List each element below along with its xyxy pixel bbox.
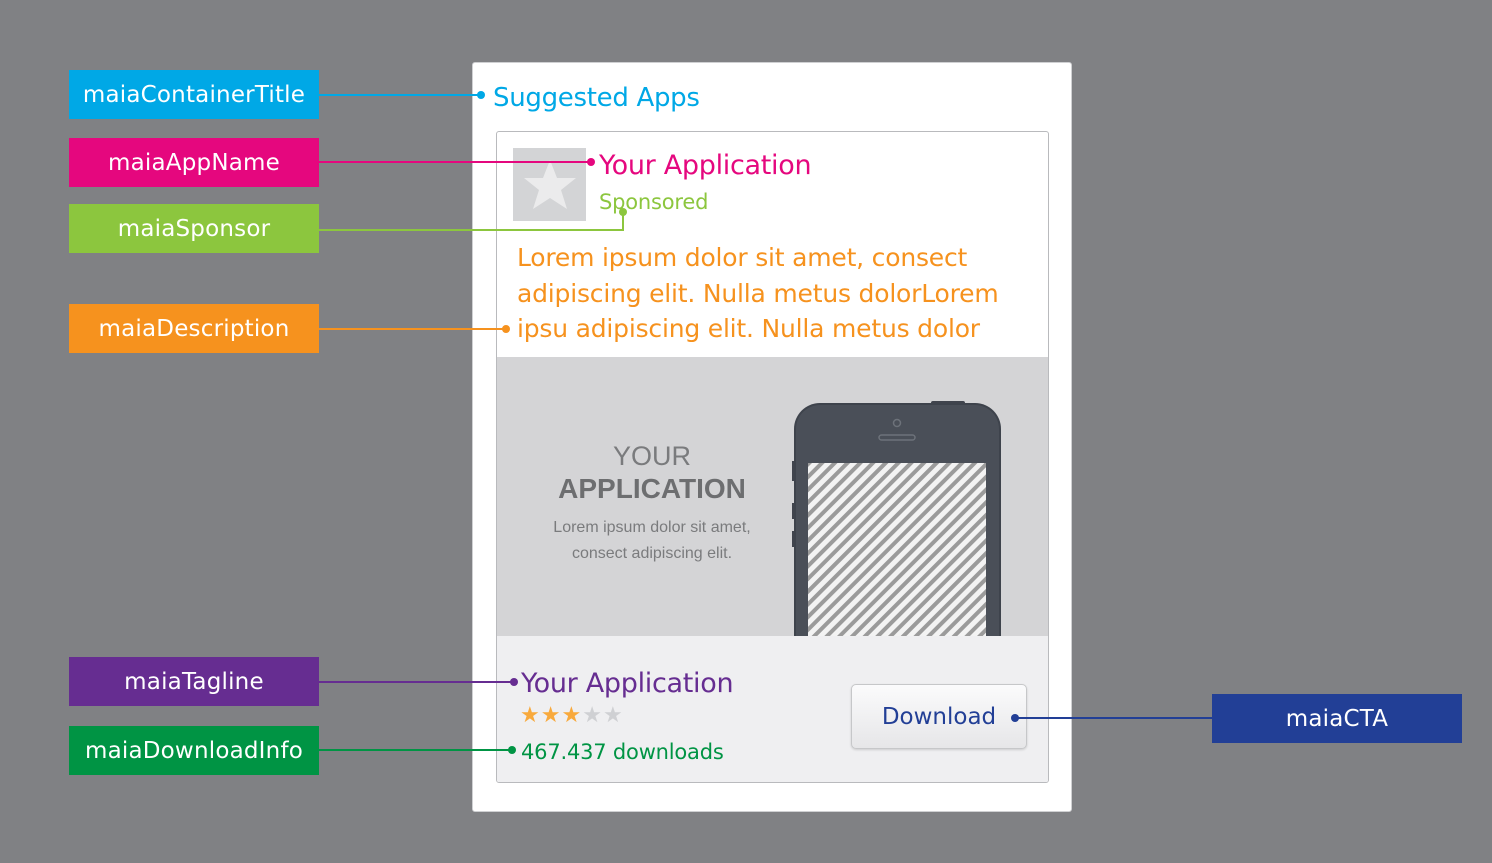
star-icon: ★ <box>582 702 603 727</box>
star-icon: ★ <box>520 702 541 727</box>
container-title: Suggested Apps <box>493 83 700 113</box>
download-count: 467.437 downloads <box>521 740 724 764</box>
ad-container: Suggested Apps Your Application Sponsore… <box>472 62 1072 812</box>
app-card[interactable]: Your Application Sponsored Lorem ipsum d… <box>496 131 1049 783</box>
star-icon: ★ <box>561 702 583 727</box>
star-icon <box>523 159 576 209</box>
description-label: maiaDescription <box>69 304 319 353</box>
container-title-label: maiaContainerTitle <box>69 70 319 119</box>
sponsor-label: maiaSponsor <box>69 204 319 253</box>
phone-illustration <box>792 401 1001 636</box>
hero-description-line2: consect adipiscing elit. <box>571 545 733 562</box>
hero-description-line1: Lorem ipsum dolor sit amet, <box>553 519 751 536</box>
app-icon <box>513 148 586 221</box>
hero-heading-line2: APPLICATION <box>558 473 746 504</box>
app-name[interactable]: Your Application <box>599 150 812 181</box>
tagline-label: maiaTagline <box>69 657 319 706</box>
star-icon: ★ <box>540 702 562 727</box>
card-footer: Your Application ★★★★★ 467.437 downloads… <box>497 636 1048 782</box>
cta-label: maiaCTA <box>1212 694 1462 743</box>
hero-description: Lorem ipsum dolor sit amet, consect adip… <box>497 515 807 567</box>
sponsor-text: Sponsored <box>599 190 709 214</box>
app-name-label: maiaAppName <box>69 138 319 187</box>
download-info-label: maiaDownloadInfo <box>69 726 319 775</box>
download-button[interactable]: Download <box>851 684 1027 749</box>
app-description: Lorem ipsum dolor sit amet, consect adip… <box>517 243 999 343</box>
hero-heading-line1: YOUR <box>612 441 691 471</box>
rating-stars: ★★★★★ <box>520 702 624 728</box>
star-icon: ★ <box>602 702 624 727</box>
app-screenshot[interactable]: YOUR APPLICATION Lorem ipsum dolor sit a… <box>497 357 1048 636</box>
tagline: Your Application <box>521 668 734 699</box>
